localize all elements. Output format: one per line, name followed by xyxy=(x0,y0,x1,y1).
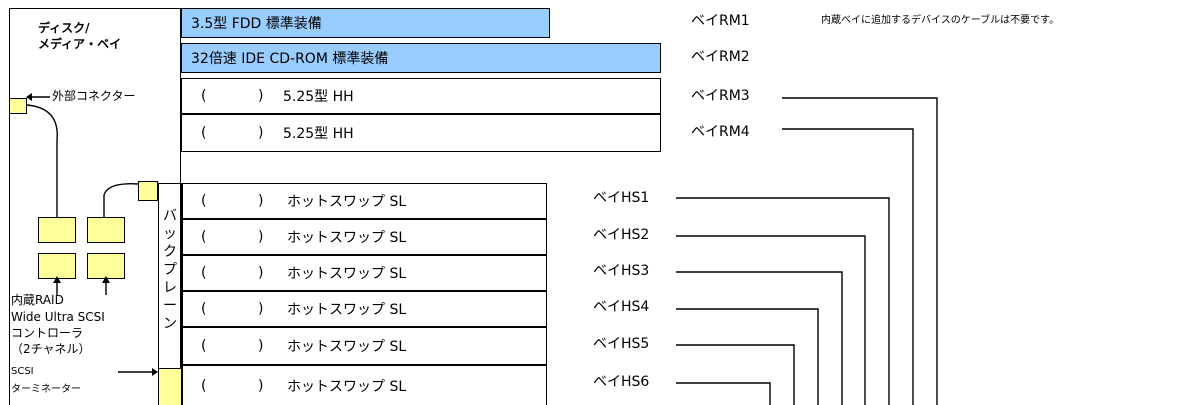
backplane-char: ー xyxy=(163,298,177,314)
bay-rm2-name: ベイRM2 xyxy=(691,49,750,65)
bay-rm1-slot: 3.5型 FDD 標準装備 xyxy=(181,8,550,38)
raid-connector-icon xyxy=(87,217,125,243)
hs5-paren-open: ( xyxy=(201,338,207,354)
backplane-char: プ xyxy=(163,262,177,278)
arrowhead xyxy=(102,276,110,283)
bay-rm4-slot: ( ) 5.25型 HH xyxy=(181,114,661,152)
bay-rm3-name: ベイRM3 xyxy=(691,88,750,104)
cable-note: 内蔵ベイに追加するデバイスのケーブルは不要です。 xyxy=(821,15,1060,26)
bay-rm3-paren-open: ( xyxy=(201,88,207,104)
backplane-cable xyxy=(103,183,139,217)
hs2-paren-close: ) xyxy=(258,229,264,245)
hs1-paren-close: ) xyxy=(258,193,264,209)
rm3-cable xyxy=(782,97,938,405)
hs4-label: ホットスワップ SL xyxy=(287,302,407,318)
backplane-char: ク xyxy=(163,244,177,260)
hs4-paren-close: ) xyxy=(258,301,264,317)
hs2-label: ホットスワップ SL xyxy=(287,230,407,246)
section-title-line2: メディア・ベイ xyxy=(38,37,122,51)
hs6-paren-close: ) xyxy=(258,377,264,394)
bay-rm4-paren-close: ) xyxy=(258,125,264,141)
bay-hs3-name: ベイHS3 xyxy=(593,263,650,279)
bay-rm1-name: ベイRM1 xyxy=(691,13,750,29)
hs5-cable xyxy=(676,344,795,405)
bay-rm2-label: 32倍速 IDE CD-ROM 標準装備 xyxy=(191,51,389,67)
backplane-char: ン xyxy=(163,316,177,332)
bay-hs6-name: ベイHS6 xyxy=(593,374,650,390)
arrowhead xyxy=(152,368,158,376)
external-cable xyxy=(26,104,58,217)
bay-rm3-label: 5.25型 HH xyxy=(283,89,354,105)
hs3-label: ホットスワップ SL xyxy=(287,266,407,282)
hs6-label: ホットスワップ SL xyxy=(287,378,407,395)
hs4-paren-open: ( xyxy=(201,301,207,317)
backplane-char: ッ xyxy=(163,226,177,242)
arrowhead xyxy=(53,276,61,283)
hs3-paren-close: ) xyxy=(258,265,264,281)
hs6-cable xyxy=(676,382,771,405)
hotswap-bay-5: ( ) ホットスワップ SL xyxy=(182,327,547,365)
bay-hs2-name: ベイHS2 xyxy=(593,227,650,243)
hotswap-bay-1: ( ) ホットスワップ SL xyxy=(182,183,547,219)
hotswap-bay-3: ( ) ホットスワップ SL xyxy=(182,255,547,291)
hotswap-bay-2: ( ) ホットスワップ SL xyxy=(182,219,547,255)
scsi-term-label-line2: ターミネーター xyxy=(11,384,81,395)
hs2-cable xyxy=(676,235,866,405)
hs2-paren-open: ( xyxy=(201,229,207,245)
backplane-top-connector-icon xyxy=(138,181,158,201)
bay-hs1-name: ベイHS1 xyxy=(593,190,650,206)
backplane-label: バ ッ ク プ レ ー ン xyxy=(160,207,180,333)
hs5-label: ホットスワップ SL xyxy=(287,339,407,355)
section-title-line1: ディスク/ xyxy=(38,21,90,35)
backplane xyxy=(158,183,182,405)
hotswap-bay-4: ( ) ホットスワップ SL xyxy=(182,291,547,327)
bay-rm4-name: ベイRM4 xyxy=(691,124,750,140)
hs5-paren-close: ) xyxy=(258,338,264,354)
backplane-char: バ xyxy=(163,208,177,224)
bay-rm4-label: 5.25型 HH xyxy=(283,126,354,142)
raid-label-line4: （2チャネル） xyxy=(11,342,91,356)
backplane-char: レ xyxy=(163,280,177,296)
bay-rm2-slot: 32倍速 IDE CD-ROM 標準装備 xyxy=(181,43,661,73)
scsi-terminator-icon xyxy=(158,368,182,405)
rm4-cable xyxy=(782,128,914,405)
hs6-paren-open: ( xyxy=(201,377,207,394)
bay-hs4-name: ベイHS4 xyxy=(593,299,650,315)
hs3-cable xyxy=(676,271,843,405)
raid-label-line1: 内蔵RAID xyxy=(11,293,64,307)
bay-rm1-label: 3.5型 FDD 標準装備 xyxy=(191,16,322,32)
raid-connector-icon xyxy=(87,253,125,279)
hs3-paren-open: ( xyxy=(201,265,207,281)
hs1-paren-open: ( xyxy=(201,193,207,209)
hs1-label: ホットスワップ SL xyxy=(287,194,407,210)
chassis-frame xyxy=(9,8,181,405)
hs1-cable xyxy=(676,197,890,405)
raid-label-line2: Wide Ultra SCSI xyxy=(11,310,105,324)
external-connector-icon xyxy=(9,98,27,114)
raid-label-line3: コントローラ xyxy=(11,326,84,340)
arrowhead xyxy=(26,93,32,101)
scsi-term-label-line1: SCSI xyxy=(11,366,34,377)
hotswap-bay-6: ( ) ホットスワップ SL xyxy=(182,365,547,405)
bay-rm3-slot: ( ) 5.25型 HH xyxy=(181,78,661,114)
external-connector-label: 外部コネクター xyxy=(52,89,136,103)
bay-hs5-name: ベイHS5 xyxy=(593,336,650,352)
bay-rm3-paren-close: ) xyxy=(258,88,264,104)
bay-rm4-paren-open: ( xyxy=(201,125,207,141)
hs4-cable xyxy=(676,308,819,405)
raid-connector-icon xyxy=(38,217,76,243)
